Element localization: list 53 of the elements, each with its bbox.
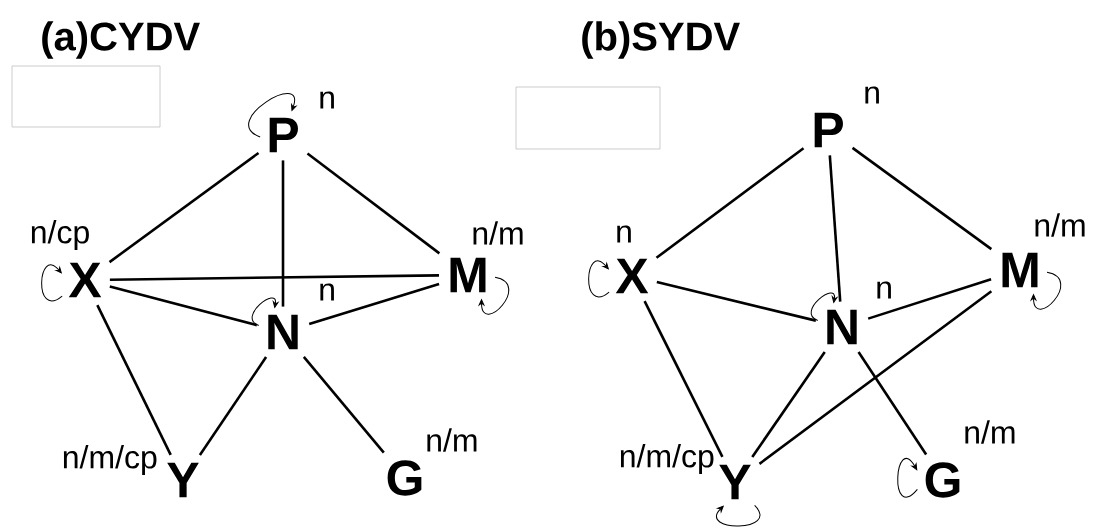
edge-line bbox=[108, 151, 260, 264]
edge-line bbox=[109, 274, 439, 281]
edge-line bbox=[198, 356, 268, 456]
state-annotation: n/m bbox=[1035, 213, 1085, 237]
node-letter: P bbox=[814, 112, 843, 148]
edge-line bbox=[758, 290, 993, 465]
edge-line bbox=[281, 160, 285, 307]
edge-line bbox=[851, 146, 993, 251]
edge-line bbox=[867, 278, 992, 320]
self-loop-arrow bbox=[248, 93, 297, 138]
state-annotation: n/m bbox=[965, 420, 1015, 444]
node-letter: X bbox=[68, 262, 102, 298]
state-annotation: n/m/cp bbox=[63, 445, 157, 475]
self-loop-arrow bbox=[897, 457, 918, 498]
node-letter: M bbox=[1002, 252, 1038, 288]
node-letter: N bbox=[827, 309, 857, 345]
state-annotation: n bbox=[320, 91, 334, 109]
state-annotation: n/m bbox=[427, 428, 477, 452]
self-loop-arrow bbox=[716, 504, 761, 527]
node-letter: P bbox=[269, 117, 298, 153]
panel-title: (b)SYDV bbox=[582, 21, 740, 59]
edge-line bbox=[306, 152, 441, 255]
panel-title: (a)CYDV bbox=[42, 21, 200, 59]
edge-line bbox=[655, 147, 805, 259]
node-letter: Y bbox=[719, 464, 751, 500]
edge-line bbox=[857, 351, 928, 456]
state-annotation: n/m bbox=[473, 221, 523, 245]
edge-line bbox=[828, 155, 842, 302]
node-letter: G bbox=[387, 460, 422, 496]
state-annotation: n/m/cp bbox=[620, 444, 714, 474]
node-letter: Y bbox=[167, 462, 199, 498]
state-annotation: n bbox=[617, 225, 631, 243]
edge-line bbox=[302, 356, 385, 454]
node-letter: N bbox=[268, 314, 298, 350]
edge-line bbox=[109, 285, 258, 327]
self-loop-arrow bbox=[41, 264, 63, 302]
self-loop-arrow bbox=[810, 292, 838, 321]
node-letter: X bbox=[615, 258, 649, 294]
self-loop-arrow bbox=[478, 276, 510, 315]
state-annotation: n bbox=[320, 283, 334, 301]
self-loop-arrow bbox=[1030, 271, 1062, 310]
state-annotation: n bbox=[865, 86, 879, 104]
edge-line bbox=[308, 282, 440, 326]
node-letter: G bbox=[925, 462, 960, 498]
edge-line bbox=[96, 304, 172, 456]
self-loop-arrow bbox=[251, 297, 279, 326]
state-annotation: n/cp bbox=[31, 220, 89, 250]
state-annotation: n bbox=[877, 281, 891, 299]
edge-line bbox=[751, 351, 826, 458]
edge-line bbox=[643, 300, 724, 458]
self-loop-arrow bbox=[588, 260, 610, 298]
edge-line bbox=[656, 280, 817, 322]
node-letter: M bbox=[450, 257, 486, 293]
